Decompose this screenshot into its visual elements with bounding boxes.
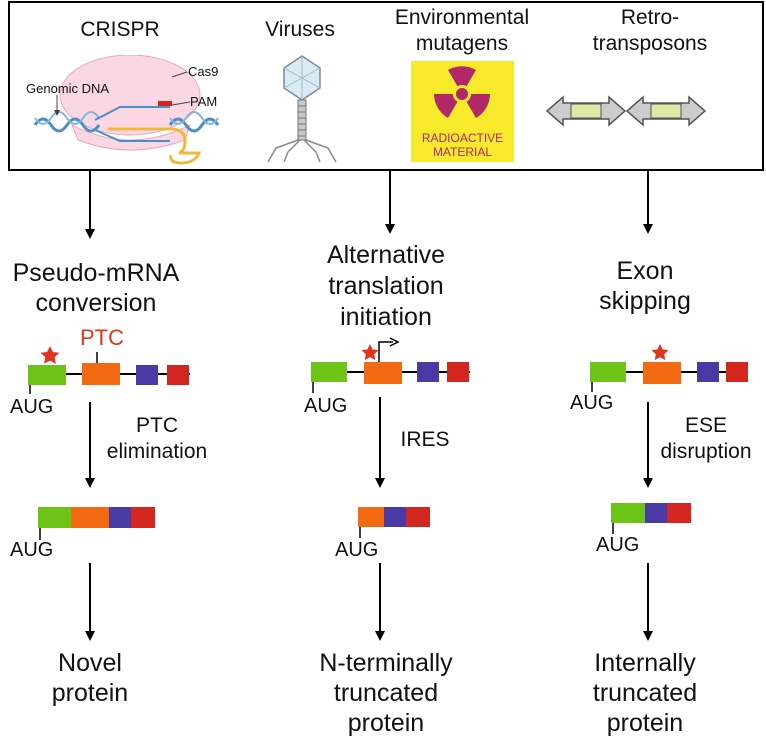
crispr-illustration (33, 55, 220, 165)
mutagens-title-line1: Environmental (394, 6, 530, 29)
col1-aug-top: AUG (10, 396, 54, 418)
col2-step-line1: IRES (400, 428, 450, 451)
mutation-star (361, 344, 379, 361)
col2-result-line1: N-terminally (319, 649, 453, 677)
col2-result-line2: truncated (333, 679, 439, 707)
mutation-star (651, 344, 669, 361)
retro-title-line1: Retro- (620, 6, 680, 29)
radioactive-sign-line2: MATERIAL (432, 145, 493, 159)
radioactive-sign-line1: RADIOACTIVE (421, 131, 504, 145)
col1-mechanism-line1: Pseudo-mRNA (12, 259, 180, 287)
col2-aug-bottom: AUG (335, 539, 379, 561)
col3-mechanism-line2: skipping (599, 287, 691, 315)
dna-right-helix (168, 117, 220, 133)
col3-gene-bottom (611, 503, 691, 534)
col3-step-line2: disruption (660, 440, 752, 463)
col1-step-line2: elimination (106, 440, 208, 463)
mutagens-title-line2: mutagens (415, 32, 509, 55)
retro-title-line2: transposons (592, 32, 708, 55)
dna-left-helix (33, 117, 101, 133)
col3-gene-top (590, 344, 748, 392)
col1-gene-top (28, 346, 190, 394)
retrotransposon-icon (545, 95, 707, 127)
col3-mechanism-line1: Exon (616, 257, 674, 285)
sources-box (8, 1, 764, 171)
col1-result-line2: protein (51, 679, 129, 707)
col1-step-line1: PTC (136, 414, 178, 437)
col3-aug-top: AUG (570, 392, 614, 414)
col3-result-line1: Internally (594, 649, 696, 677)
col2-gene-bottom (358, 507, 430, 538)
crispr-title: CRISPR (80, 18, 160, 41)
label-genomic-dna: Genomic DNA (26, 81, 110, 96)
col3-step-line1: ESE (684, 414, 728, 437)
col3-result-line3: protein (606, 709, 684, 737)
translation-start-arrow (378, 341, 393, 362)
mutation-star (40, 346, 60, 364)
col2-aug-top: AUG (304, 395, 348, 417)
label-pam: PAM (190, 94, 218, 109)
col1-ptc-label: PTC (80, 325, 124, 350)
label-cas9: Cas9 (188, 64, 219, 79)
col2-mechanism-line1: Alternative (326, 241, 446, 269)
bacteriophage-icon (267, 55, 337, 163)
col2-gene-top (311, 337, 470, 393)
viruses-title: Viruses (265, 18, 335, 41)
col2-mechanism-line2: translation (328, 272, 444, 300)
col3-result-line2: truncated (592, 679, 698, 707)
radiation-icon (434, 66, 490, 118)
col3-aug-bottom: AUG (596, 534, 640, 556)
col2-result-line3: protein (347, 709, 425, 737)
col2-mechanism-line3: initiation (340, 303, 432, 331)
col1-mechanism-line2: conversion (35, 289, 157, 317)
col1-gene-bottom (38, 507, 155, 540)
cas9-shape (59, 55, 201, 136)
col1-result-line1: Novel (58, 649, 122, 677)
col1-aug-bottom: AUG (10, 539, 54, 561)
